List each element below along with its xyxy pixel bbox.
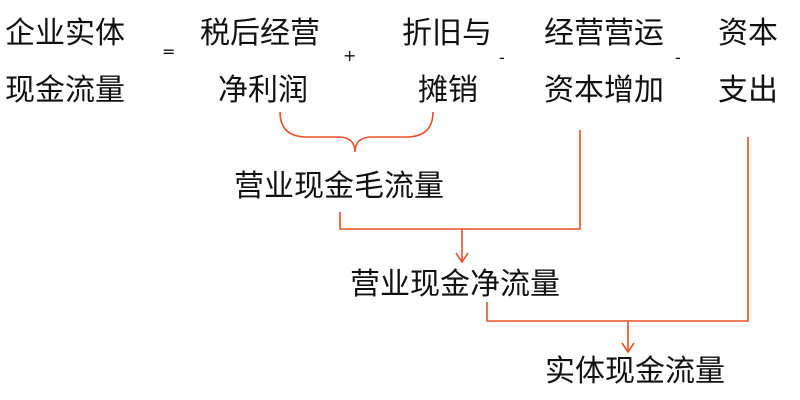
arrow-to-net-operating-cf	[455, 229, 469, 264]
capex-line2: 支出	[718, 73, 778, 108]
capex-line1: 资本	[718, 16, 778, 51]
depreciation-line1: 折旧与	[402, 16, 492, 51]
working-capital-line2: 资本增加	[544, 73, 664, 108]
capex-connector	[486, 137, 749, 322]
nopat-line1: 税后经营	[200, 16, 320, 51]
minus-sign-2: -	[675, 48, 681, 67]
entity-cf-result: 实体现金流量	[545, 354, 725, 389]
equals-sign: =	[162, 42, 176, 61]
plus-sign: +	[343, 46, 357, 65]
nopat-line2: 净利润	[218, 73, 308, 108]
working-capital-line1: 经营营运	[544, 16, 664, 51]
net-operating-cf: 营业现金净流量	[350, 267, 560, 302]
arrow-to-entity-cf	[621, 321, 635, 354]
entity-cf-line1: 企业实体	[5, 16, 125, 51]
minus-sign-1: -	[499, 48, 505, 67]
depreciation-line2: 摊销	[418, 73, 478, 108]
gross-operating-cf: 营业现金毛流量	[234, 169, 444, 204]
entity-cf-line2: 现金流量	[5, 73, 125, 108]
working-capital-connector	[339, 130, 581, 230]
brace-connector	[279, 111, 434, 153]
